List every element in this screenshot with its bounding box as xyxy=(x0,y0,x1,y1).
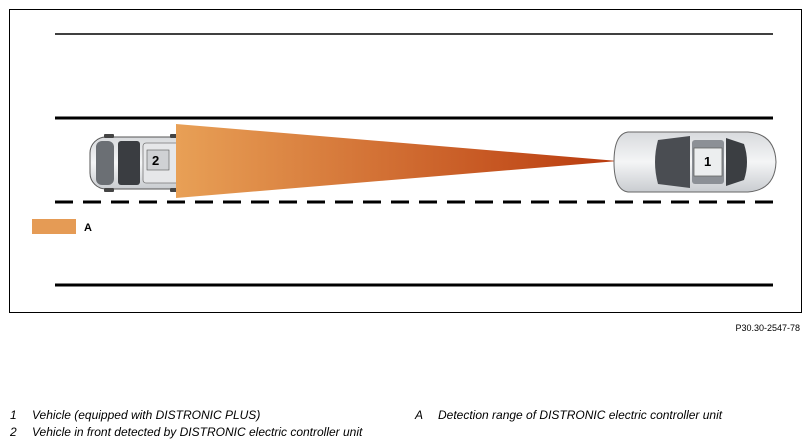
detection-range-cone xyxy=(176,124,618,198)
legend-key: 1 xyxy=(10,408,17,422)
legend-key: A xyxy=(415,408,424,422)
range-swatch-label: A xyxy=(84,222,92,234)
legend-key: 2 xyxy=(10,425,17,439)
legend-text: Detection range of DISTRONIC electric co… xyxy=(438,408,723,422)
legend-item-2: 2 Vehicle in front detected by DISTRONIC … xyxy=(10,425,362,439)
legend-text: Vehicle in front detected by DISTRONIC e… xyxy=(32,425,363,439)
distronic-diagram: 2 1 A xyxy=(32,33,777,287)
legend-text: Vehicle (equipped with DISTRONIC PLUS) xyxy=(32,408,261,422)
vehicle-2-label: 2 xyxy=(152,153,159,168)
range-swatch xyxy=(32,219,76,234)
legend-item-1: 1 Vehicle (equipped with DISTRONIC PLUS) xyxy=(10,408,260,422)
legend-item-a: A Detection range of DISTRONIC electric c… xyxy=(415,408,722,422)
figure-code: P30.30-2547-78 xyxy=(735,323,800,333)
vehicle-1-label: 1 xyxy=(704,154,711,169)
vehicle-1: 1 xyxy=(613,131,777,193)
